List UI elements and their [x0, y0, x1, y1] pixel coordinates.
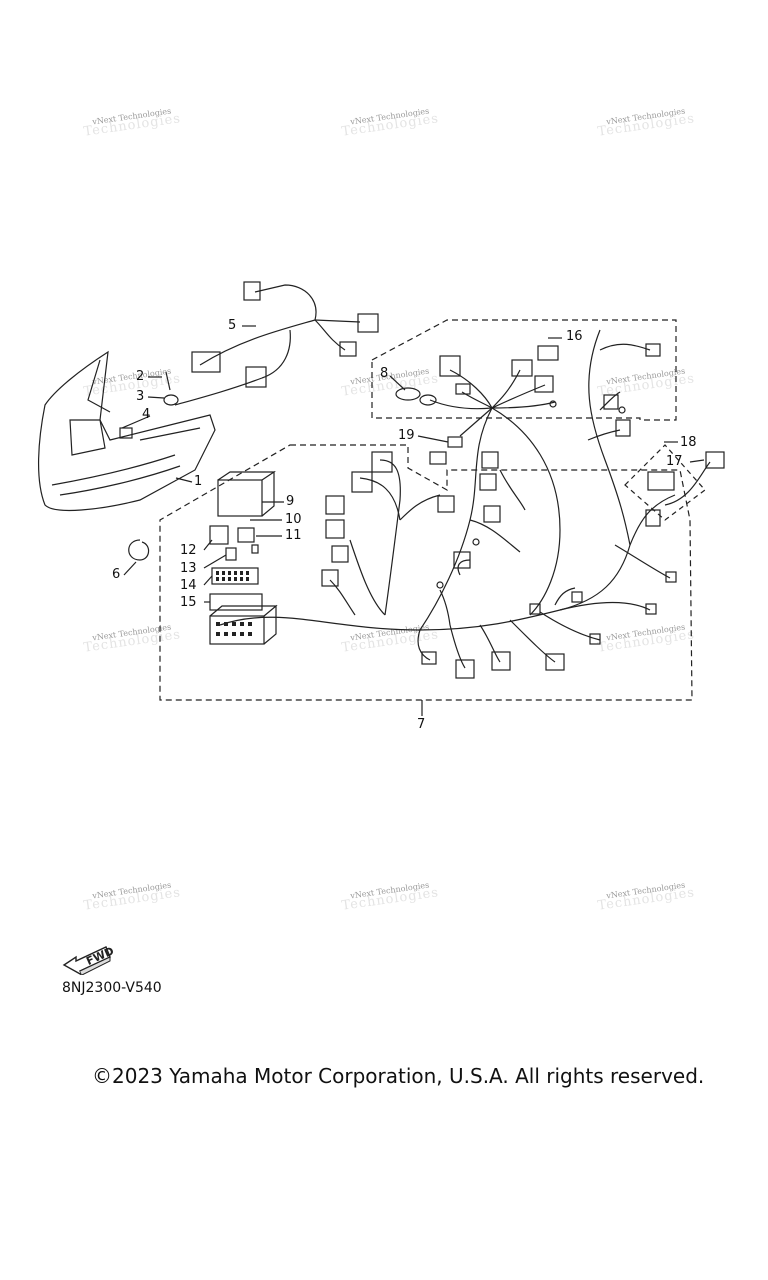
callout-12: 12 [180, 543, 197, 558]
label-part-18 [647, 471, 675, 491]
fuse-box-part [209, 615, 265, 645]
diagram-code: 8NJ2300-V540 [62, 980, 162, 996]
callout-17: 17 [666, 454, 683, 469]
callout-5: 5 [228, 318, 237, 333]
relay-part-10 [237, 527, 255, 543]
part-18-boundary [624, 444, 706, 521]
callout-13: 13 [180, 561, 197, 576]
sub-harness-8-part [395, 345, 559, 465]
clamp-part-3 [163, 394, 179, 406]
relay-part-12 [209, 525, 229, 545]
fuse-block-part-14 [211, 567, 259, 585]
leader-line [689, 459, 705, 463]
callout-8: 8 [380, 366, 389, 381]
callout-9: 9 [286, 494, 295, 509]
leader-line [389, 375, 406, 391]
forward-direction-icon: FWD [62, 935, 116, 979]
leader-line [417, 435, 449, 443]
leader-line [203, 539, 213, 551]
callout-7: 7 [417, 717, 426, 732]
cover-part-15 [209, 593, 263, 611]
callout-6: 6 [112, 567, 121, 582]
callout-19: 19 [398, 428, 415, 443]
callout-4: 4 [142, 407, 151, 422]
fuse-part-11 [251, 544, 259, 554]
copyright-notice: ©2023 Yamaha Motor Corporation, U.S.A. A… [92, 1064, 705, 1088]
callout-1: 1 [194, 474, 203, 489]
callout-10: 10 [285, 512, 302, 527]
relay-box-part-9 [217, 479, 263, 517]
leader-line [175, 477, 193, 483]
callout-15: 15 [180, 595, 197, 610]
coupler-part-17 [664, 461, 711, 506]
holder-part-4 [119, 427, 133, 439]
leader-line [121, 415, 151, 429]
callout-2: 2 [136, 369, 145, 384]
sub-harness-5-part [174, 281, 379, 406]
coupler-part-17-head [705, 451, 725, 469]
fuse-part-13 [225, 547, 237, 561]
main-harness-7-part [219, 329, 677, 679]
leader-line [123, 561, 137, 576]
callout-11: 11 [285, 528, 302, 543]
screw-part-2 [165, 371, 171, 391]
leader-line [203, 575, 213, 586]
callout-14: 14 [180, 578, 197, 593]
leader-line [147, 396, 165, 399]
leader-line [203, 554, 227, 569]
callout-16: 16 [566, 329, 583, 344]
band-part-6 [128, 539, 150, 561]
sub-harness-8-boundary [371, 319, 677, 421]
callout-3: 3 [136, 389, 145, 404]
front-cowl-part [37, 350, 216, 512]
harness-7-boundary [159, 444, 693, 701]
callout-18: 18 [680, 435, 697, 450]
